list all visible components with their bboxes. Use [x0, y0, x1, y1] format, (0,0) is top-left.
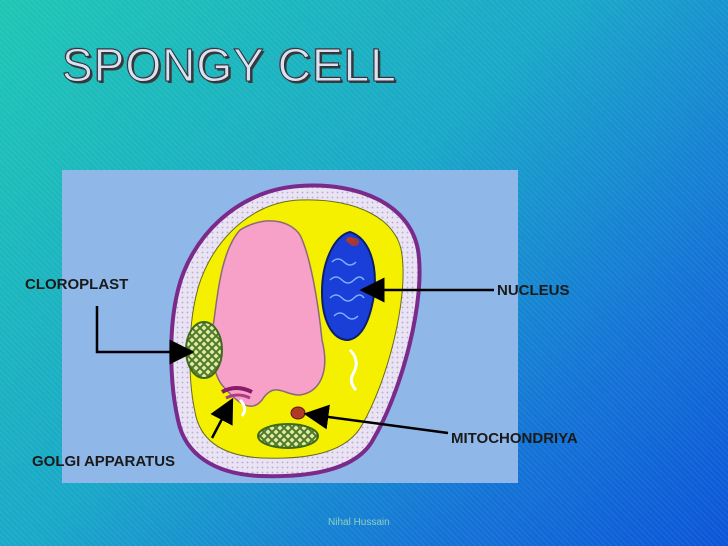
chloroplast-left [185, 321, 223, 379]
vesicle-curl [348, 348, 358, 392]
chloroplast-pointer [95, 306, 195, 365]
watermark: Nihal Hussain [328, 517, 390, 528]
label-golgi: GOLGI APPARATUS [32, 453, 176, 470]
label-chloroplast: CLOROPLAST [25, 276, 129, 293]
label-nucleus: NUCLEUS [497, 282, 570, 299]
mitochondrion-small [346, 237, 354, 243]
golgi-pointer [210, 397, 234, 439]
golgi-shape [221, 386, 253, 400]
slide-title: SPONGY CELL [62, 39, 397, 92]
vesicle-curl-2 [238, 398, 247, 417]
nucleus-shape [320, 230, 376, 342]
vacuole [211, 220, 326, 407]
mitochondrion [290, 406, 306, 420]
mitochondria-pointer [303, 404, 449, 435]
label-mitochondria: MITOCHONDRIYA [451, 430, 578, 447]
chloroplast-bottom [257, 423, 319, 449]
